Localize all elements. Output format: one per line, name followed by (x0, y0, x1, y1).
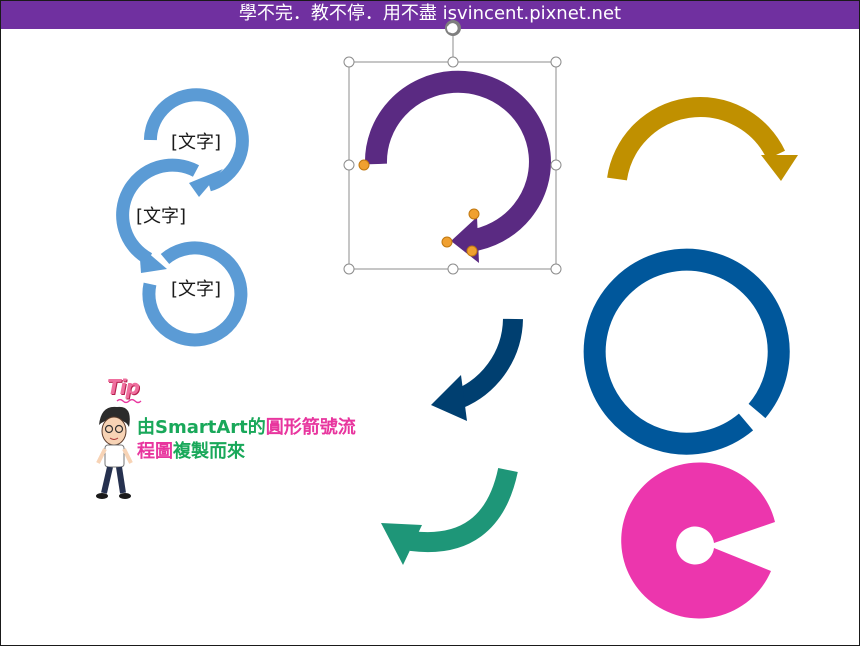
tip-underline-icon (116, 398, 142, 404)
cycle-label-middle[interactable]: [文字] (136, 206, 187, 227)
blue-ring-icon[interactable] (583, 248, 790, 455)
navy-curved-arrow-icon[interactable] (431, 318, 523, 421)
cartoon-character-icon (96, 406, 133, 499)
tip-line1-part2: 圓形箭號流 (265, 417, 356, 438)
cycle-arrow-middle-icon[interactable] (116, 158, 200, 273)
selection-frame[interactable] (343, 20, 562, 275)
adjust-handles[interactable] (358, 159, 480, 257)
tip-line2-part1: 程圖 (137, 441, 173, 462)
tip-text-line1: 由SmartArt的圓形箭號流 (137, 413, 356, 439)
cycle-label-bottom[interactable]: [文字] (171, 279, 222, 300)
banner-text: 學不完．教不停．用不盡 isvincent.pixnet.net (238, 3, 622, 24)
site-banner: 學不完．教不停．用不盡 isvincent.pixnet.net (1, 1, 859, 29)
selected-purple-arrow[interactable] (364, 70, 551, 263)
gold-curved-arrow-icon[interactable] (607, 97, 798, 181)
tip-title: Tip (107, 375, 140, 399)
cycle-arrow-top-icon[interactable] (143, 88, 249, 197)
pink-pie-shape-icon[interactable] (621, 462, 775, 619)
tip-text-line2: 程圖複製而來 (137, 437, 245, 463)
rotate-handle-icon[interactable] (445, 20, 461, 36)
teal-curved-arrow-icon[interactable] (381, 467, 518, 565)
tip-line1-part1: 由SmartArt的 (137, 417, 266, 438)
cycle-label-top[interactable]: [文字] (171, 132, 222, 153)
tip-line2-part2: 複製而來 (173, 441, 245, 462)
resize-handles[interactable] (343, 56, 562, 275)
smartart-cycle[interactable] (116, 88, 249, 347)
cycle-arrow-bottom-icon[interactable] (142, 241, 248, 347)
